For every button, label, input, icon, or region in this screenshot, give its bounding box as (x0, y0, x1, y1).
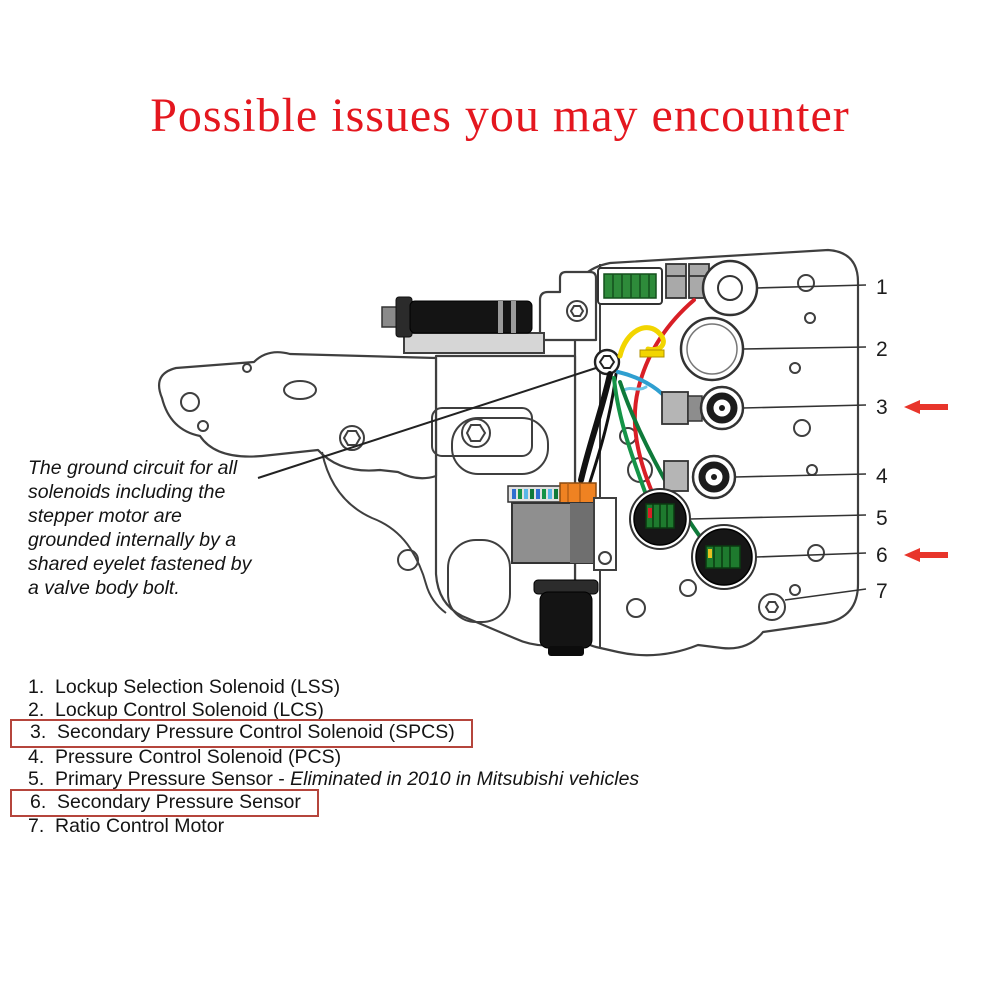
legend-item-text: Lockup Control Solenoid (LCS) (55, 698, 324, 721)
pressure-sensor-5 (629, 488, 691, 550)
green-connector (597, 267, 663, 305)
legend-item-text: Secondary Pressure Control Solenoid (SPC… (57, 721, 455, 743)
solenoid-4 (663, 454, 737, 500)
yellow-wire (617, 325, 666, 359)
legend-item-6: 6. Secondary Pressure Sensor (10, 788, 728, 817)
callout-number-2: 2 (876, 338, 888, 361)
green-wire-2 (618, 380, 706, 544)
page-title: Possible issues you may encounter (150, 89, 850, 142)
legend-item-number: 7. (28, 815, 45, 837)
legend-list: 1. Lockup Selection Solenoid (LSS) 2. Lock… (10, 676, 728, 838)
legend-item-7: 7. Ratio Control Motor (28, 815, 728, 838)
yellow-terminal (639, 349, 665, 358)
left-arm-outline (158, 351, 438, 480)
legend-item-text-italic: Eliminated in 2010 in Mitsubishi vehicle… (290, 768, 640, 790)
solenoid-2 (679, 316, 745, 382)
red-arrow-icon-item6 (904, 548, 948, 562)
orange-connector (559, 482, 597, 504)
legend-item-number: 3. (30, 721, 47, 743)
callout-number-1: 1 (876, 276, 888, 299)
callout-number-3: 3 (876, 396, 888, 419)
legend-item-number: 2. (28, 698, 45, 721)
stepper-motor-assembly (507, 482, 617, 571)
legend-item-text: Primary Pressure Sensor - (55, 768, 291, 790)
legend-item-number: 1. (28, 676, 45, 698)
hex-bolts (339, 300, 786, 621)
legend-item-2: 2. Lockup Control Solenoid (LCS) (28, 699, 728, 722)
body-detail-lines (180, 264, 825, 648)
callout-number-4: 4 (876, 465, 888, 488)
callout-number-6: 6 (876, 544, 888, 567)
legend-item-text: Ratio Control Motor (55, 815, 225, 837)
legend-item-text: Pressure Control Solenoid (PCS) (55, 745, 342, 768)
legend-item-5: 5. Primary Pressure Sensor - Eliminated i… (28, 768, 728, 791)
gray-connectors-top (665, 263, 710, 299)
green-wire-1 (612, 376, 650, 502)
cyan-wire (622, 385, 648, 392)
pressure-sensor-6 (691, 524, 757, 590)
legend-item-3: 3. Secondary Pressure Control Solenoid (S… (10, 719, 728, 748)
ground-circuit-note: The ground circuit for all solenoids inc… (28, 457, 252, 599)
legend-item-number: 6. (30, 790, 47, 813)
callout-number-5: 5 (876, 507, 888, 530)
leader-lines (689, 284, 867, 601)
legend-item-number: 4. (28, 745, 45, 768)
ground-eyelet-bolt (257, 348, 621, 479)
legend-item-number: 5. (28, 768, 45, 790)
legend-item-text: Secondary Pressure Sensor (57, 790, 301, 813)
solenoid-cylinder (381, 296, 545, 354)
bottom-cylinder (533, 579, 599, 656)
red-arrow-icon-item3 (904, 400, 948, 414)
legend-item-4: 4. Pressure Control Solenoid (PCS) (28, 746, 728, 769)
highlight-box-item6: 6. Secondary Pressure Sensor (10, 788, 319, 817)
note-pointer-line (257, 367, 597, 479)
solenoid-1 (701, 259, 759, 317)
legend-item-text: Lockup Selection Solenoid (LSS) (55, 676, 341, 698)
legend-item-1: 1. Lockup Selection Solenoid (LSS) (28, 676, 728, 699)
callout-number-7: 7 (876, 580, 888, 603)
highlight-box-item3: 3. Secondary Pressure Control Solenoid (S… (10, 719, 473, 748)
black-wire (578, 371, 613, 483)
